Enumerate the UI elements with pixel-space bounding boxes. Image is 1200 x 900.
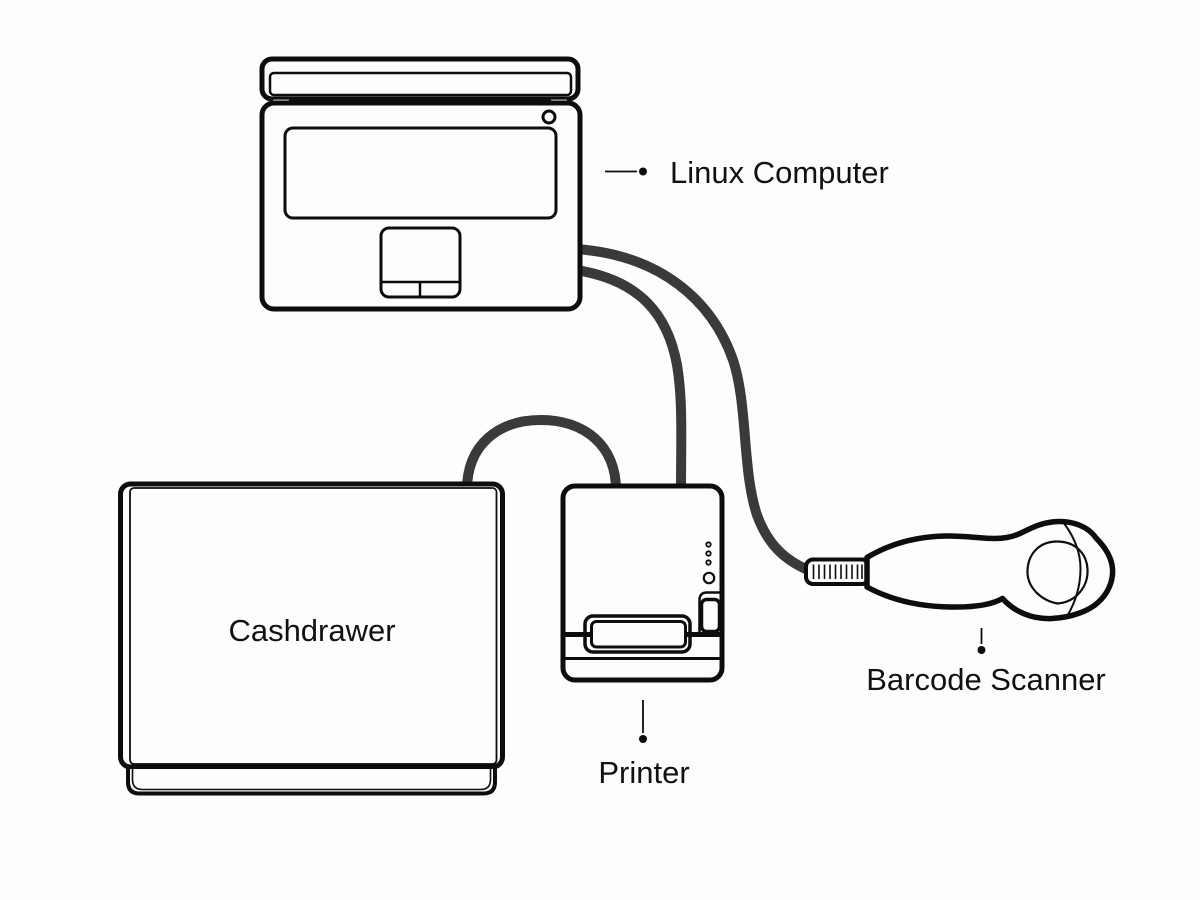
laptop-touchpad [379,226,462,299]
laptop-body [259,100,583,312]
laptop-illustration [259,56,583,312]
cashdrawer-label: Cashdrawer [228,613,395,648]
laptop-power-button-icon [541,109,557,125]
printer-feed-button [699,597,722,634]
printer-button-recess [698,591,721,633]
printer-led-3 [705,559,712,566]
laptop-lid [259,56,581,102]
laptop-keyboard-area [283,126,558,220]
scanner-body [864,518,1116,622]
barcode-scanner-illustration [804,518,1116,622]
scanner-head-bezel-line [1063,523,1082,617]
cable-laptop-to-scanner [571,244,813,575]
leader-dot-printer [639,735,647,743]
cashdrawer-illustration: Cashdrawer [118,481,505,796]
scanner-lens [1026,540,1089,605]
leader-dot-linux-computer [639,167,647,176]
scanner-connector-ribs [812,564,863,579]
printer-label: Printer [598,755,689,790]
barcode-scanner-label: Barcode Scanner [866,662,1106,697]
laptop-lid-screen-edge [268,71,573,97]
cashdrawer-base-inset [131,767,492,791]
linux-computer-label: Linux Computer [670,155,889,190]
printer-led-1 [705,541,712,548]
printer-power-button-icon [702,571,716,585]
cashdrawer-lid-inset [129,487,498,765]
leader-dot-barcode-scanner [977,646,986,654]
printer-paper-slot-inner [590,620,687,649]
cables [462,244,813,575]
annotations: Linux Computer Printer Barcode Scanner [598,155,1105,790]
printer-illustration [560,483,725,683]
printer-led-2 [705,550,712,557]
cashdrawer-base [126,765,497,796]
scanner-cable-connector [804,557,871,586]
cable-laptop-to-printer [571,265,687,495]
cable-printer-to-cashdrawer [462,414,621,495]
